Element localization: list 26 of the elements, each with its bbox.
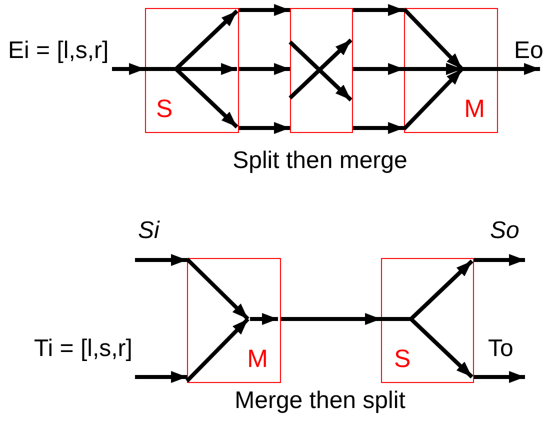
arrow xyxy=(135,254,187,266)
arrow xyxy=(474,371,525,383)
arrow xyxy=(239,122,290,134)
operator-letter: S xyxy=(394,347,411,372)
arrow xyxy=(353,122,404,134)
caption: Merge then split xyxy=(234,388,406,414)
operator-letter: M xyxy=(464,97,485,122)
arrow xyxy=(498,63,540,75)
signal-label: Ei = [l,s,r] xyxy=(8,38,109,64)
arrow xyxy=(474,254,525,266)
operator-letter: M xyxy=(247,347,268,372)
signal-label: Ti = [l,s,r] xyxy=(34,336,132,362)
arrow xyxy=(112,63,145,75)
signal-label: Si xyxy=(138,218,160,244)
arrow xyxy=(239,63,290,75)
signal-label: To xyxy=(488,336,514,362)
empty-box xyxy=(290,8,353,133)
operator-letter: S xyxy=(156,97,173,122)
arrow xyxy=(135,371,187,383)
signal-label: Eo xyxy=(514,38,544,64)
arrow xyxy=(353,4,404,16)
arrow xyxy=(281,313,381,325)
arrow xyxy=(353,63,404,75)
caption: Split then merge xyxy=(232,148,408,174)
arrow xyxy=(239,4,290,16)
signal-label: So xyxy=(490,218,520,244)
